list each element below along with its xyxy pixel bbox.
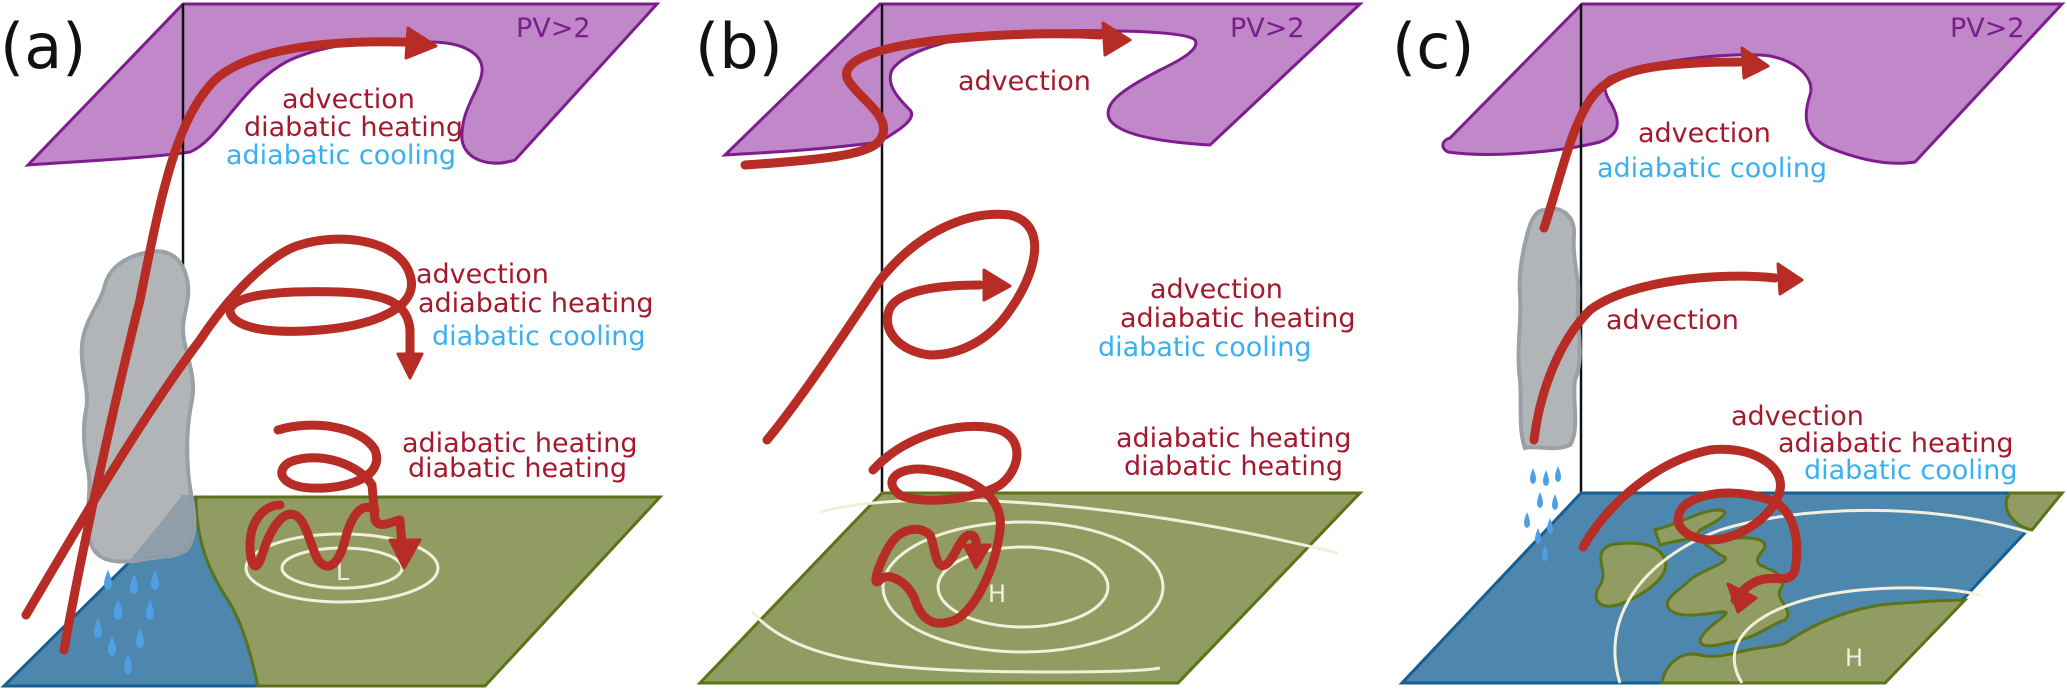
process-label: advection <box>958 66 1091 97</box>
panel-b: (b) PV>2 H advection advection adiabatic… <box>695 2 1364 685</box>
process-label: diabatic heating <box>244 112 463 143</box>
trajectory <box>1529 271 1780 445</box>
process-label: advection <box>282 84 415 115</box>
rain-drop <box>113 600 123 620</box>
rain-drop <box>1547 518 1553 534</box>
process-label: advection <box>1638 118 1771 149</box>
rain-drop <box>151 570 159 590</box>
process-label: advection <box>1606 305 1739 336</box>
cloud <box>1516 206 1582 451</box>
trajectory <box>1578 444 1802 605</box>
process-label: diabatic cooling <box>1098 332 1312 363</box>
rain-drop <box>130 574 138 594</box>
low-pressure-label: L <box>336 558 350 586</box>
cloud-shadow <box>130 495 194 560</box>
isobar <box>750 610 1161 674</box>
rain-drop <box>1535 528 1541 544</box>
process-label: adiabatic heating <box>1116 423 1352 454</box>
annotation-upper-a: advection diabatic heating adiabatic coo… <box>226 84 463 171</box>
trajectory <box>21 240 305 620</box>
annotation-lower-b: adiabatic heating diabatic heating <box>1116 423 1352 482</box>
annotation-upper-b: advection <box>958 66 1091 97</box>
rain-drop <box>146 600 154 620</box>
land-surface <box>194 495 664 688</box>
trajectory <box>273 420 407 550</box>
panel-label-a: (a) <box>0 10 86 83</box>
process-label: diabatic heating <box>1124 451 1343 482</box>
arrowhead <box>982 268 1012 302</box>
arrowhead <box>1776 262 1804 296</box>
annotation-middle-b: advection adiabatic heating diabatic coo… <box>1098 274 1356 363</box>
arrowhead <box>396 352 424 380</box>
rain-drop <box>124 654 132 674</box>
isobar <box>819 498 1339 555</box>
rain-drop <box>1543 470 1549 486</box>
rain-drop <box>1537 492 1543 508</box>
arrowhead <box>1740 46 1770 80</box>
process-label: adiabatic cooling <box>1597 153 1827 184</box>
isobar <box>881 520 1165 654</box>
rain-drop <box>1555 466 1561 482</box>
arrowhead <box>962 543 992 570</box>
panel-a: (a) PV>2 L <box>0 2 664 688</box>
pv-label-b: PV>2 <box>1230 13 1305 44</box>
rain-drop <box>1542 545 1548 561</box>
panel-c: (c) PV>2 H <box>1392 2 2066 685</box>
rain-drop <box>108 636 116 656</box>
annotation-upper-c: advection adiabatic cooling <box>1597 118 1827 184</box>
pv-label-a: PV>2 <box>516 13 591 44</box>
rain-drop <box>1530 468 1536 484</box>
high-pressure-label: H <box>1845 644 1863 672</box>
rain-drop <box>104 570 112 590</box>
panel-label-c: (c) <box>1392 10 1474 83</box>
trajectory <box>1539 57 1745 233</box>
rain-drop <box>1552 494 1558 510</box>
cloud <box>79 249 197 564</box>
process-label: diabatic cooling <box>432 321 646 352</box>
trajectory <box>740 29 1105 170</box>
annotation-middle-c: advection <box>1606 305 1739 336</box>
rain-drop <box>136 628 144 648</box>
isobar <box>936 545 1110 629</box>
pv-label-c: PV>2 <box>1950 13 2025 44</box>
process-label: advection <box>1731 401 1864 432</box>
process-label: adiabatic heating <box>1120 303 1356 334</box>
rain-drop <box>94 618 102 638</box>
process-label: diabatic cooling <box>1804 455 2018 486</box>
annotation-lower-a: adiabatic heating diabatic heating <box>402 428 638 484</box>
isobar <box>1613 508 2029 684</box>
arrowhead <box>1101 21 1132 57</box>
process-label: adiabatic heating <box>418 288 654 319</box>
annotation-middle-a: advection adiabatic heating diabatic coo… <box>416 259 654 352</box>
isobar <box>1732 586 1981 684</box>
rain-drops <box>1524 466 1561 561</box>
process-label: diabatic heating <box>408 453 627 484</box>
process-label: adiabatic heating <box>1778 428 2014 459</box>
high-pressure-label: H <box>988 580 1006 608</box>
trajectory <box>225 234 416 365</box>
annotation-lower-c: advection adiabatic heating diabatic coo… <box>1731 401 2018 486</box>
arrowhead <box>388 538 422 570</box>
landmass <box>1660 598 1969 685</box>
process-label: adiabatic heating <box>402 428 638 459</box>
trajectory <box>868 421 1022 628</box>
rain-drop <box>1524 512 1530 528</box>
process-label: advection <box>416 259 549 290</box>
rain-drops <box>94 570 159 674</box>
panel-label-b: (b) <box>695 10 783 83</box>
trajectory <box>245 500 380 571</box>
landmass <box>2004 491 2066 532</box>
arrowhead <box>404 26 438 60</box>
process-label: advection <box>1150 274 1283 305</box>
process-label: adiabatic cooling <box>226 140 456 171</box>
trajectory <box>762 209 1040 445</box>
arrowhead <box>1726 582 1758 614</box>
